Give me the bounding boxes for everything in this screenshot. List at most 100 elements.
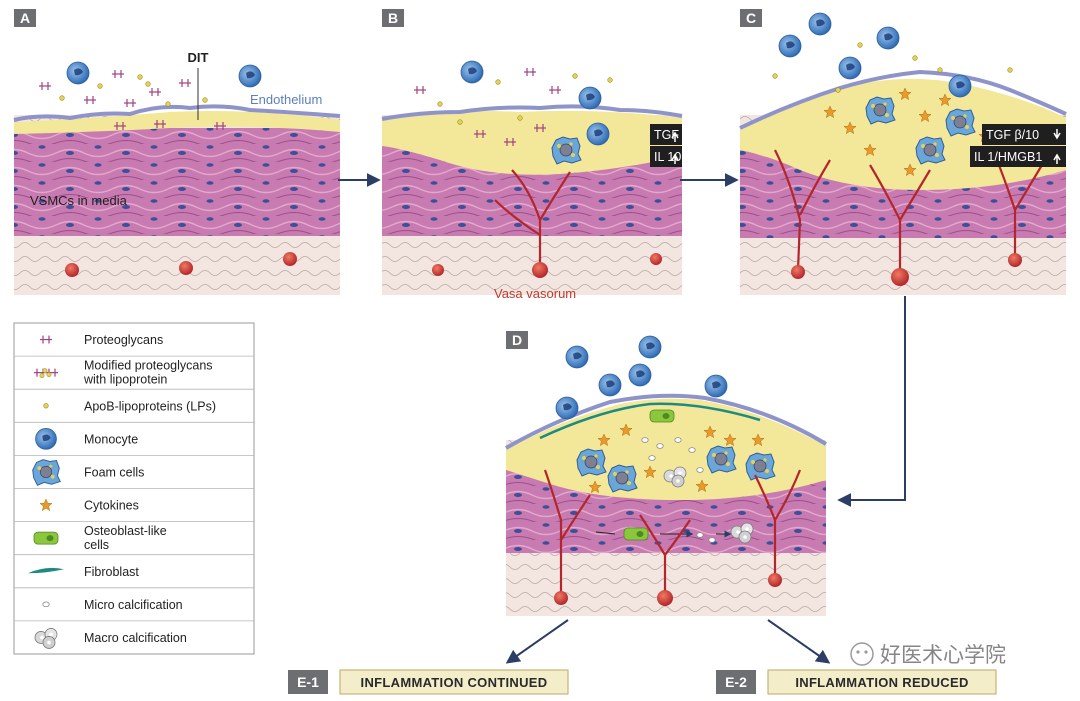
foam-cell — [745, 452, 776, 481]
vasa-vasorum-vessel — [657, 590, 673, 606]
endothelium-label: Endothelium — [250, 92, 322, 107]
foam-cell — [551, 136, 582, 165]
vasa-vasorum-vessel — [494, 169, 571, 270]
monocyte — [704, 374, 728, 398]
endothelium-layer — [381, 104, 683, 121]
legend-label: Macro calcification — [84, 631, 187, 645]
vasa-vasorum-vessel — [650, 253, 662, 265]
vasa-vasorum-vessel — [768, 573, 782, 587]
vasa-vasorum-vessel — [791, 265, 805, 279]
monocyte — [565, 345, 589, 369]
monocyte — [555, 396, 579, 420]
lipoprotein-icon — [43, 403, 49, 409]
legend-label: Cytokines — [84, 499, 139, 513]
legend-label: Foam cells — [84, 465, 144, 479]
monocyte — [876, 26, 900, 50]
monocyte — [838, 56, 862, 80]
foam-cell — [915, 136, 946, 165]
tgf-beta-10-badge — [982, 124, 1066, 145]
legend-label-line2: with lipoprotein — [83, 373, 167, 387]
foam-cell-icon — [32, 459, 61, 486]
legend-item: Fibroblast — [14, 554, 254, 579]
legend-item: Cytokines — [14, 488, 254, 513]
fibroblast-cap — [539, 402, 761, 440]
foam-cell — [607, 464, 638, 493]
outcome-e1-tag — [288, 670, 328, 694]
vasa-vasorum-vessel — [891, 268, 909, 286]
monocyte — [66, 61, 90, 85]
il1-hmgb1-badge-label: IL 1/HMGB1 — [974, 150, 1042, 164]
foam-cell — [576, 448, 607, 477]
panel-a: DIT Endothelium VSMCs in media A — [13, 9, 341, 295]
legend-label: ApoB-lipoproteins (LPs) — [84, 399, 216, 413]
micro-calcification-icon — [42, 601, 50, 608]
intima-layer — [382, 110, 682, 175]
vasa-vasorum-vessel — [432, 264, 444, 276]
outcome-e2-box — [767, 669, 997, 695]
legend-label-line2: cells — [84, 538, 109, 552]
il1-hmgb1-badge — [970, 146, 1066, 167]
vasa-vasorum-vessel — [774, 149, 1046, 275]
outcome-e1: E-1 INFLAMMATION CONTINUED — [288, 669, 569, 695]
media-layer — [14, 128, 340, 236]
foam-cell — [945, 108, 976, 137]
legend-item: Proteoglycans — [39, 333, 163, 347]
foam-cell — [706, 445, 737, 474]
legend-item: Monocyte — [14, 421, 254, 450]
vasa-vasorum-vessel — [283, 252, 297, 266]
outcome-e1-tag-label: E-1 — [297, 674, 319, 690]
osteoblast-like-cell — [649, 409, 675, 423]
fibroblast-icon — [28, 567, 64, 574]
vasa-vasorum-vessel — [554, 591, 568, 605]
legend-label: Proteoglycans — [84, 333, 163, 347]
endothelium-layer — [13, 104, 341, 122]
tgf-beta-10-badge-label: TGF β/10 — [986, 128, 1039, 142]
outcome-e2-tag — [716, 670, 756, 694]
up-arrow-icon — [1053, 153, 1061, 164]
up-arrow-icon — [671, 153, 679, 164]
il10-badge — [650, 146, 682, 167]
monocyte-icon — [35, 427, 57, 450]
monocyte — [578, 86, 602, 110]
legend-label: Osteoblast-like — [84, 524, 167, 538]
vsmc-label: VSMCs in media — [30, 193, 128, 208]
monocyte — [598, 373, 622, 397]
monocyte — [460, 60, 484, 84]
differentiation-arrow — [595, 531, 616, 535]
panel-c-tag-label: C — [746, 10, 756, 26]
endothelium-layer — [739, 69, 1067, 130]
legend-item: Micro calcification — [14, 587, 254, 612]
vasa-vasorum-vessel — [532, 262, 548, 278]
legend-item: Macro calcification — [14, 620, 254, 649]
monocyte — [586, 122, 610, 146]
outcome-e2-label: INFLAMMATION REDUCED — [795, 675, 968, 690]
arrow-c-to-d — [837, 296, 906, 507]
vasa-vasorum-label: Vasa vasorum — [494, 286, 576, 301]
outcome-e2-tag-label: E-2 — [725, 674, 747, 690]
osteoblast-icon — [33, 531, 59, 545]
modified-proteoglycan-icon — [33, 368, 59, 379]
panel-d-tag — [506, 331, 528, 349]
legend-label: Fibroblast — [84, 565, 139, 579]
arrow-d-to-e1 — [505, 619, 569, 664]
monocyte — [628, 363, 652, 387]
panel-d: D — [505, 331, 828, 616]
down-arrow-icon — [1053, 129, 1061, 140]
vasa-vasorum-vessel — [1008, 253, 1022, 267]
monocyte — [948, 74, 972, 98]
il10-badge-label: IL 10 — [654, 150, 681, 164]
legend-label: Monocyte — [84, 432, 138, 446]
panel-c: C — [739, 9, 1067, 295]
endothelium-layer — [505, 393, 828, 450]
watermark-text: 好医术心学院 — [880, 643, 1006, 667]
vasa-vasorum-vessel — [179, 261, 193, 275]
outcome-e1-label: INFLAMMATION CONTINUED — [361, 675, 548, 690]
panel-a-tag-label: A — [20, 10, 30, 26]
osteoblast-like-cell — [623, 527, 649, 541]
panel-b-tag — [382, 9, 404, 27]
panel-a-tag — [14, 9, 36, 27]
outcome-e2: E-2 INFLAMMATION REDUCED — [716, 669, 997, 695]
